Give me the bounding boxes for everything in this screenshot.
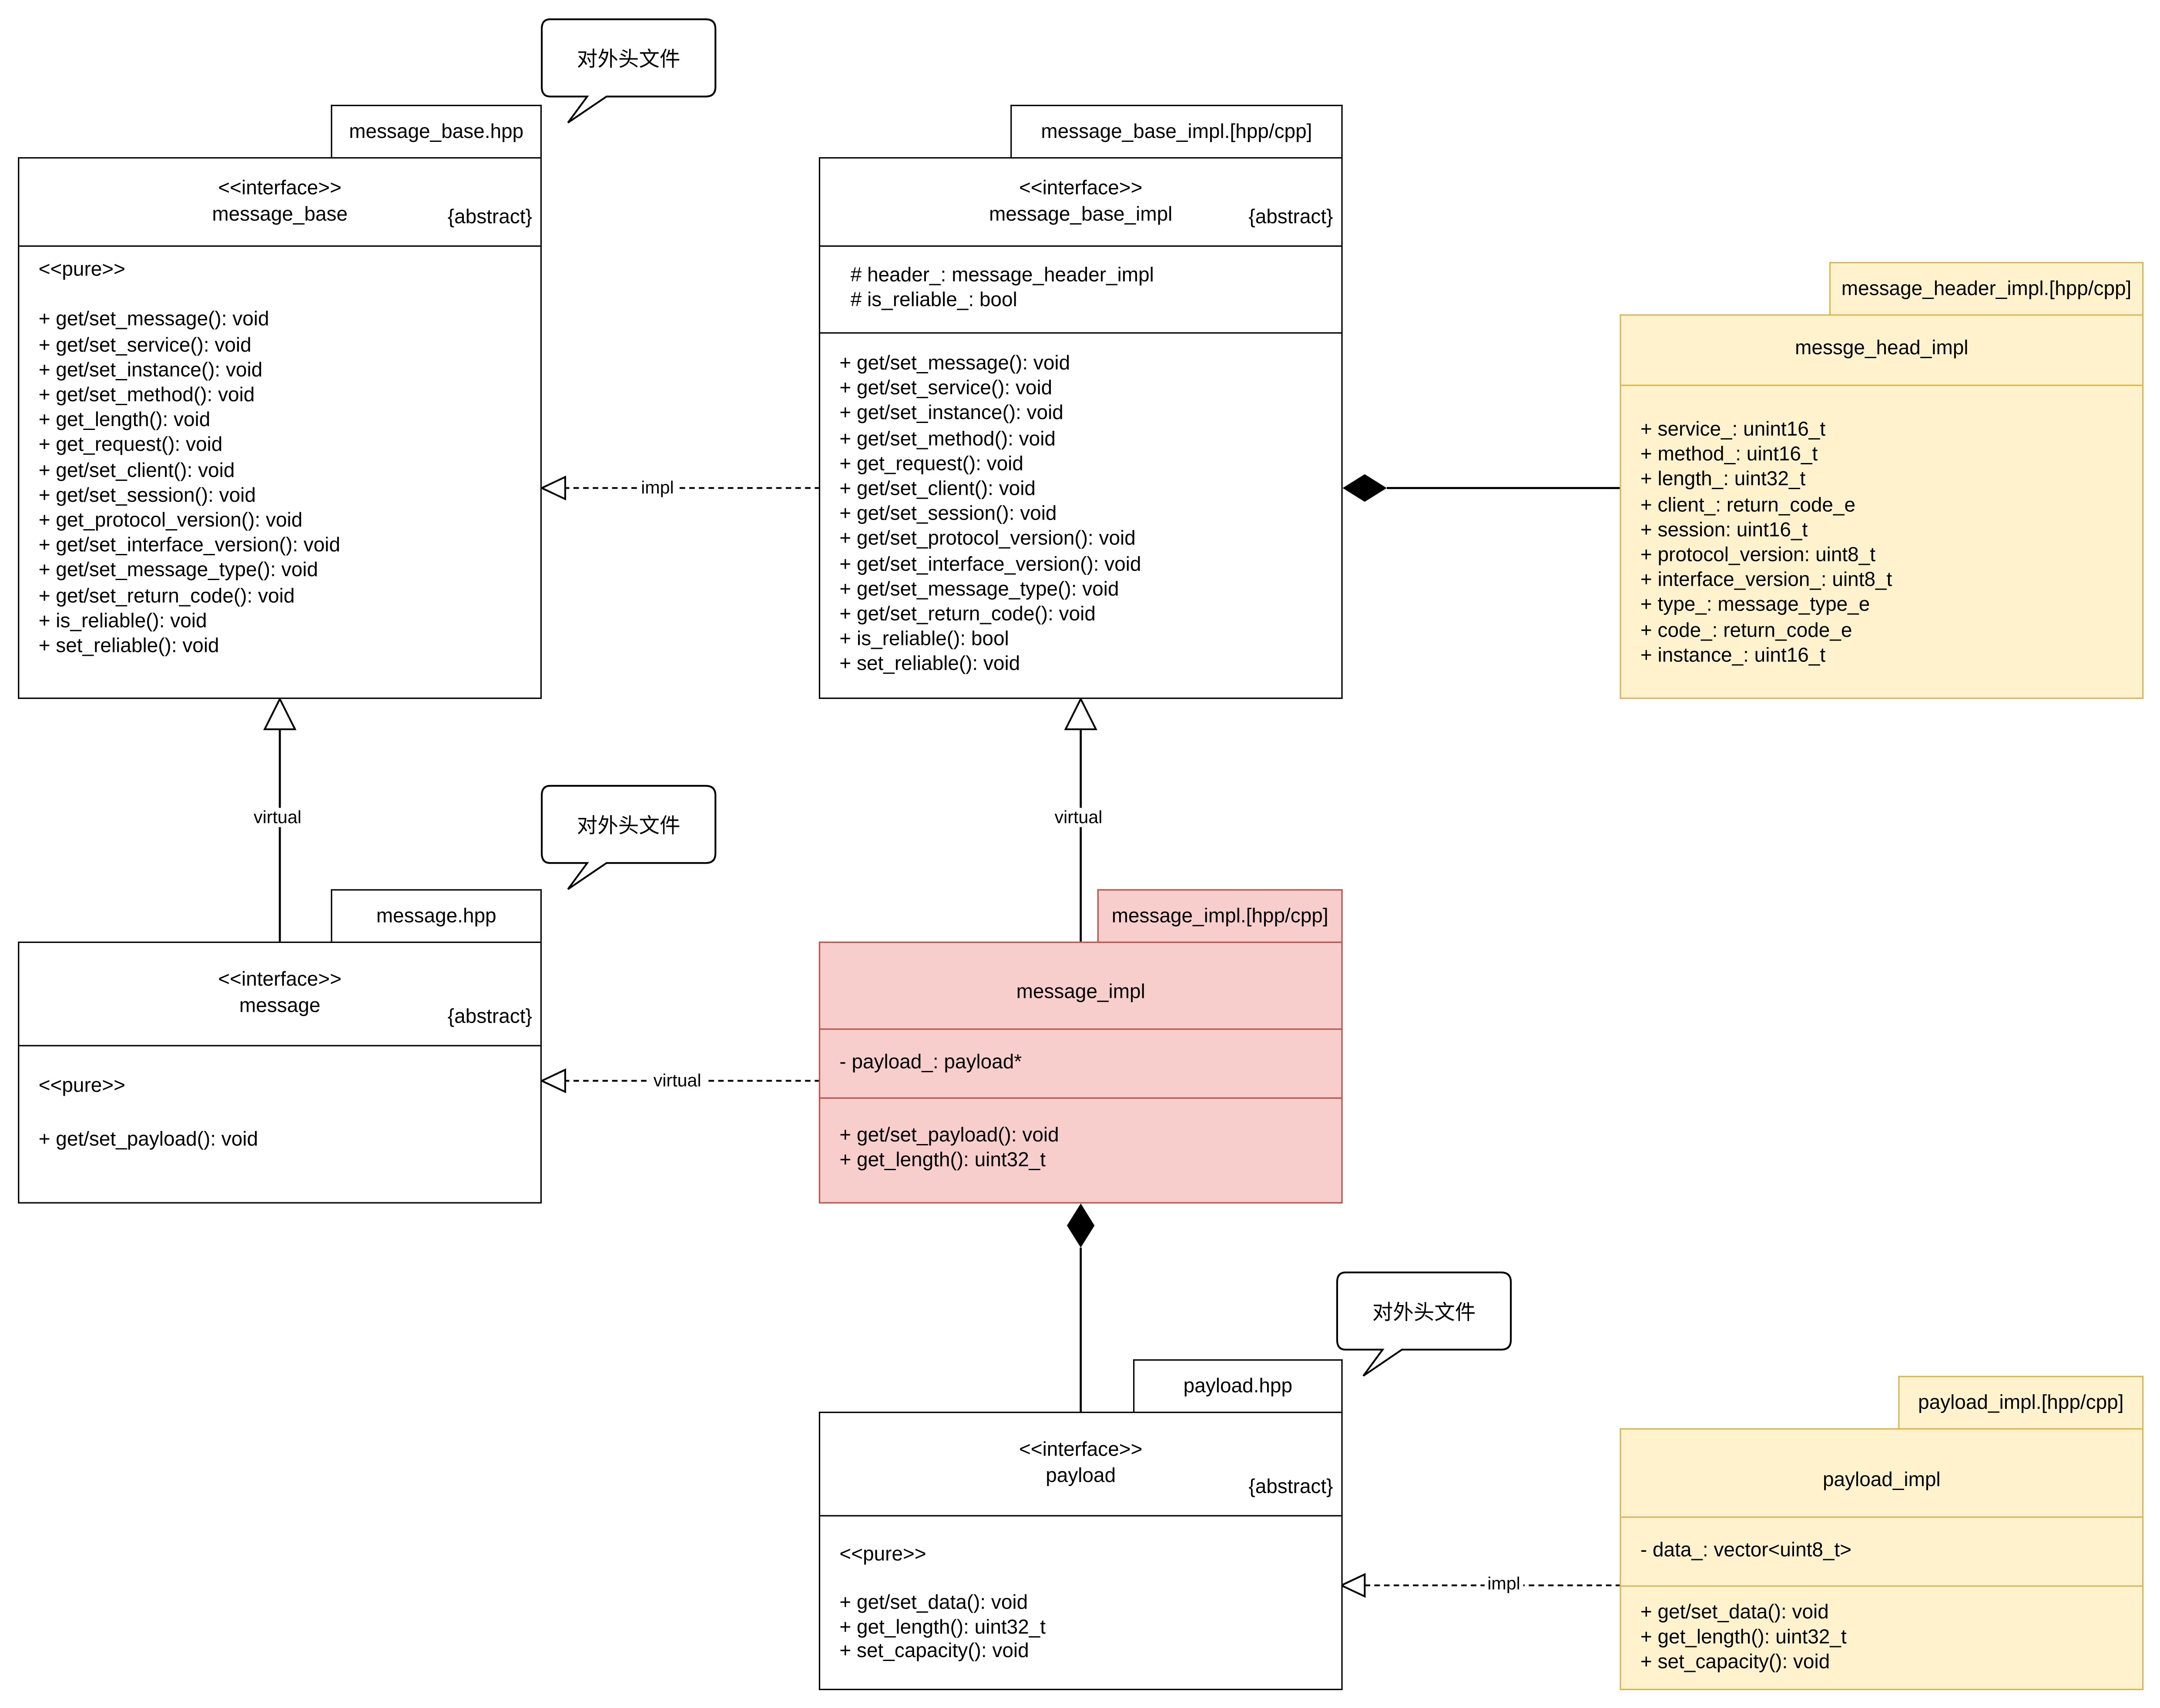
inheritance-edge-message	[263, 697, 297, 942]
class-message-base: <<interface>> message_base {abstract} <<…	[18, 157, 542, 699]
class-message-impl: message_impl - payload_: payload* + get/…	[818, 941, 1343, 1204]
class-message: <<interface>> message {abstract} <<pure>…	[18, 941, 542, 1204]
attributes-section: # header_: message_header_impl # is_reli…	[820, 245, 1342, 334]
callout-public-header: 对外头文件	[540, 18, 717, 125]
edge-label-impl: impl	[1484, 1574, 1523, 1594]
class-name: message	[239, 995, 321, 1017]
attributes-section: - payload_: payload*	[820, 1028, 1342, 1099]
class-name: messge_head_impl	[1795, 338, 1969, 360]
file-tab-payload: payload.hpp	[1133, 1359, 1343, 1413]
file-tab-message-impl: message_impl.[hpp/cpp]	[1097, 889, 1343, 943]
operations-section: + get/set_data(): void + get_length(): u…	[1621, 1585, 2143, 1689]
class-message-header-impl: messge_head_impl + service_: unint16_t +…	[1620, 314, 2144, 699]
composition-edge-payload	[1067, 1203, 1095, 1412]
class-payload-impl: payload_impl - data_: vector<uint8_t> + …	[1620, 1428, 2144, 1690]
speech-bubble-icon	[1336, 1272, 1512, 1377]
attributes-list: - data_: vector<uint8_t>	[1640, 1540, 1852, 1562]
attributes-list: # header_: message_header_impl # is_reli…	[850, 265, 1154, 312]
attributes-list: + service_: unint16_t + method_: uint16_…	[1640, 419, 1892, 667]
speech-bubble-icon	[540, 18, 717, 124]
class-message-base-impl: <<interface>> message_base_impl {abstrac…	[818, 157, 1343, 699]
class-name: message_base_impl	[989, 204, 1173, 226]
edge-label-virtual: virtual	[651, 1070, 704, 1091]
abstract-tag: {abstract}	[447, 207, 532, 229]
operations-list: + get/set_data(): void + get_length(): u…	[1640, 1602, 1847, 1674]
callout-text: 对外头文件	[1372, 1301, 1476, 1325]
file-tab-message-base-impl: message_base_impl.[hpp/cpp]	[1010, 104, 1343, 159]
file-tab-payload-impl: payload_impl.[hpp/cpp]	[1898, 1376, 2144, 1430]
class-stereotype: <<interface>>	[1019, 178, 1143, 200]
class-payload: <<interface>> payload {abstract} <<pure>…	[818, 1412, 1343, 1690]
abstract-tag: {abstract}	[1248, 207, 1333, 229]
speech-bubble-icon	[540, 785, 717, 890]
attributes-list: - payload_: payload*	[839, 1052, 1022, 1074]
operations-list: + get/set_payload(): void + get_length()…	[839, 1125, 1059, 1172]
operations-list: <<pure>> + get/set_message(): void + get…	[38, 259, 340, 658]
operations-section: + get/set_payload(): void + get_length()…	[820, 1097, 1342, 1202]
class-name: payload	[1046, 1465, 1116, 1488]
realization-edge-message-base	[540, 475, 820, 501]
edge-label-virtual: virtual	[251, 807, 305, 827]
callout-public-header: 对外头文件	[1336, 1271, 1513, 1379]
callout-text: 对外头文件	[577, 48, 681, 72]
edge-label-impl: impl	[638, 478, 677, 498]
operations-section: <<pure>> + get/set_data(): void + get_le…	[820, 1515, 1342, 1689]
attributes-section: - data_: vector<uint8_t>	[1621, 1516, 2143, 1587]
operations-section: + get/set_message(): void + get/set_serv…	[820, 332, 1342, 698]
file-tab-message: message.hpp	[331, 889, 542, 943]
operations-list: <<pure>> + get/set_payload(): void	[38, 1075, 258, 1151]
edge-label-virtual: virtual	[1052, 807, 1105, 827]
file-tab-message-header-impl: message_header_impl.[hpp/cpp]	[1829, 262, 2144, 316]
class-stereotype: <<interface>>	[218, 969, 342, 991]
operations-section: <<pure>> + get/set_payload(): void	[19, 1045, 540, 1202]
class-name: payload_impl	[1822, 1470, 1941, 1492]
abstract-tag: {abstract}	[1248, 1476, 1333, 1499]
inheritance-edge-message-impl	[1064, 697, 1097, 942]
callout-public-header: 对外头文件	[540, 785, 717, 892]
operations-section: <<pure>> + get/set_message(): void + get…	[19, 245, 540, 698]
operations-list: <<pure>> + get/set_data(): void + get_le…	[839, 1544, 1046, 1663]
class-name: message_impl	[1016, 981, 1145, 1004]
class-stereotype: <<interface>>	[1019, 1439, 1143, 1462]
composition-edge-header	[1342, 474, 1621, 502]
callout-text: 对外头文件	[577, 815, 681, 839]
realization-edge-payload	[1339, 1573, 1621, 1598]
attributes-section: + service_: unint16_t + method_: uint16_…	[1621, 384, 2143, 698]
file-tab-message-base: message_base.hpp	[331, 104, 542, 159]
class-name: message_base	[212, 204, 348, 226]
abstract-tag: {abstract}	[447, 1006, 532, 1029]
operations-list: + get/set_message(): void + get/set_serv…	[839, 353, 1141, 676]
class-stereotype: <<interface>>	[218, 178, 342, 200]
